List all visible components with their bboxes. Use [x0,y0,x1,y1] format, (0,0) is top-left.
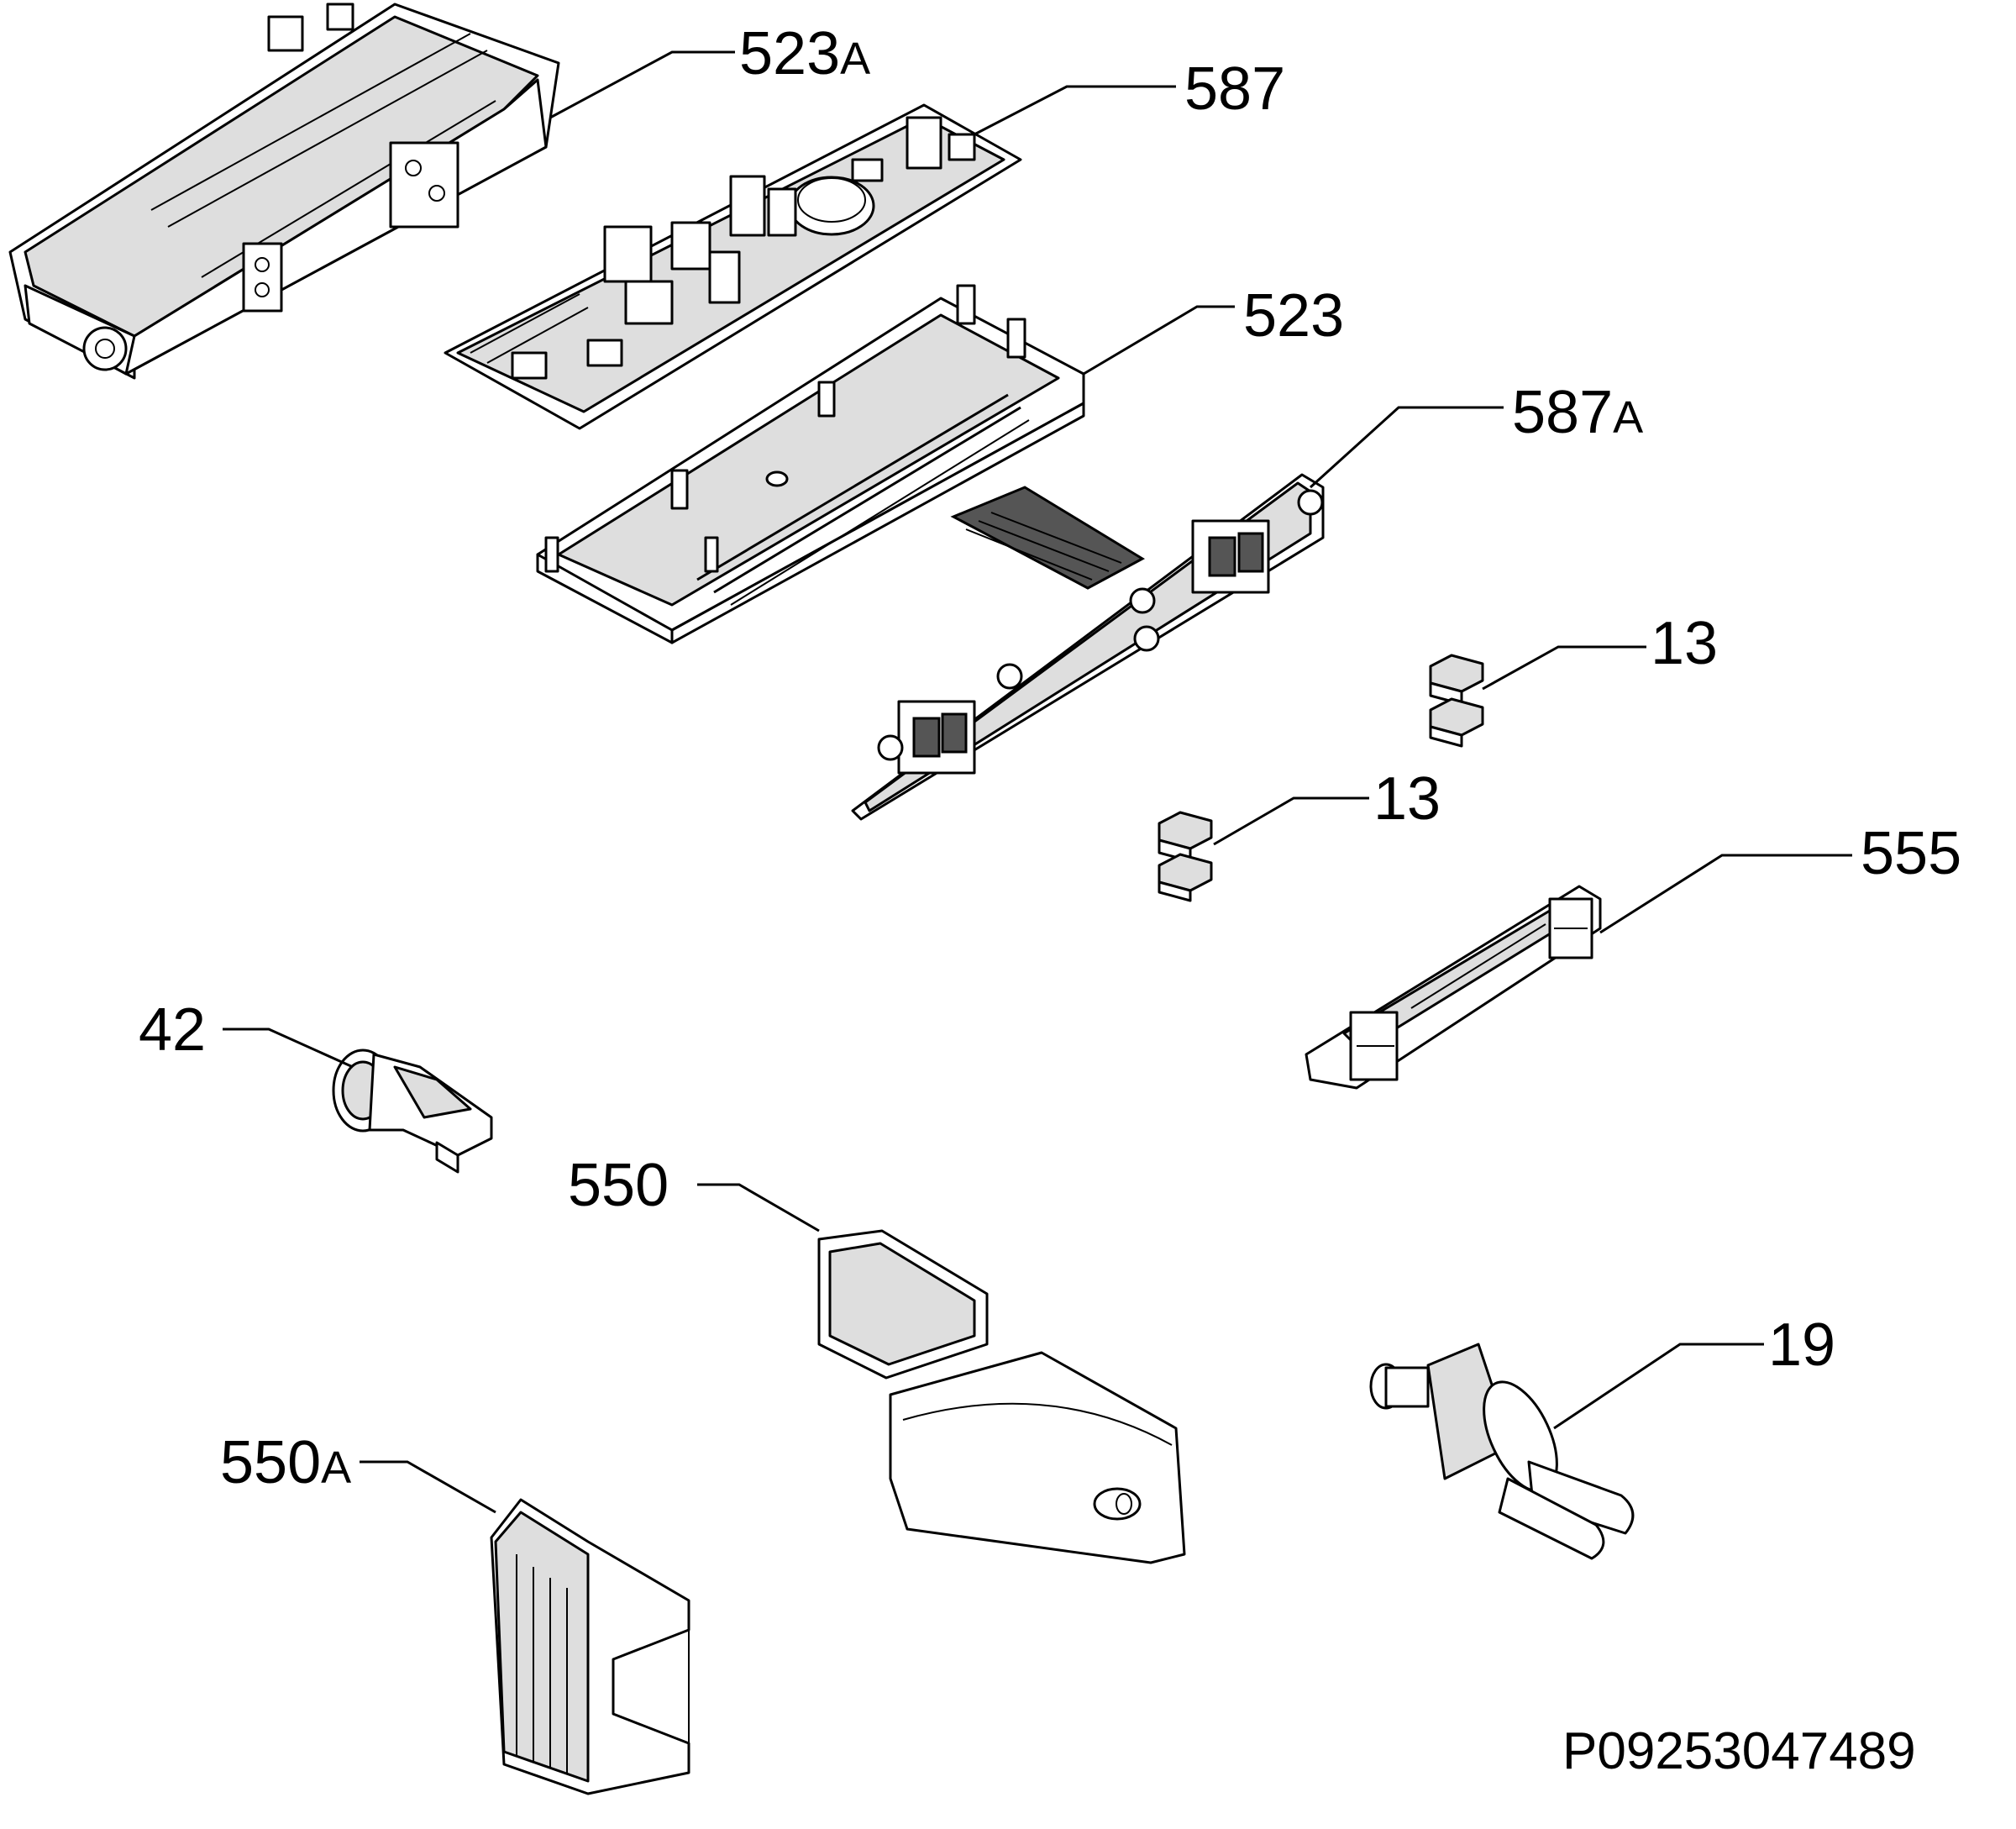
part-555-sensor-module[interactable] [1305,885,1602,1090]
leader-19 [1553,1343,1764,1430]
callout-555: 555 [1861,820,1961,887]
leader-550 [697,1183,820,1232]
part-19-fluorescent-lamp[interactable] [1369,1343,1635,1560]
leader-lines [223,50,1852,1514]
callout-587a: 587A [1512,379,1643,446]
part-550-lamp-cover[interactable] [817,1229,1186,1564]
part-523a-housing-cover[interactable] [8,3,560,380]
callout-587: 587 [1184,55,1285,123]
leader-42 [223,1027,354,1069]
leader-587a [1309,406,1504,489]
callout-19: 19 [1768,1311,1835,1379]
part-587a-display-board[interactable] [851,473,1325,821]
leader-523a [549,50,735,119]
part-523-housing-base[interactable] [536,284,1085,644]
callout-13-lower: 13 [1373,765,1441,833]
callout-550a: 550A [220,1429,351,1496]
leader-13-lower [1213,796,1369,846]
callout-523: 523 [1243,282,1344,350]
callout-13-upper: 13 [1651,610,1718,677]
callout-523a: 523A [739,20,870,87]
part-13-upper-buttons[interactable] [1429,654,1484,748]
leader-550a [360,1460,496,1514]
part-42-lamp-holder[interactable] [332,1049,493,1174]
callout-42: 42 [139,996,206,1064]
leader-555 [1599,854,1852,934]
leader-587 [974,85,1176,136]
leader-13-upper [1482,645,1646,691]
callout-labels: 523A 587 523 587A 13 13 555 42 550 19 55… [139,20,1961,1780]
part-587-main-board[interactable] [444,103,1022,430]
leader-523 [1083,305,1235,376]
part-13-lower-buttons[interactable] [1158,811,1213,902]
part-550a-small-cover[interactable] [490,1498,690,1795]
callout-550: 550 [568,1152,669,1219]
drawing-code: P09253047489 [1562,1722,1916,1780]
